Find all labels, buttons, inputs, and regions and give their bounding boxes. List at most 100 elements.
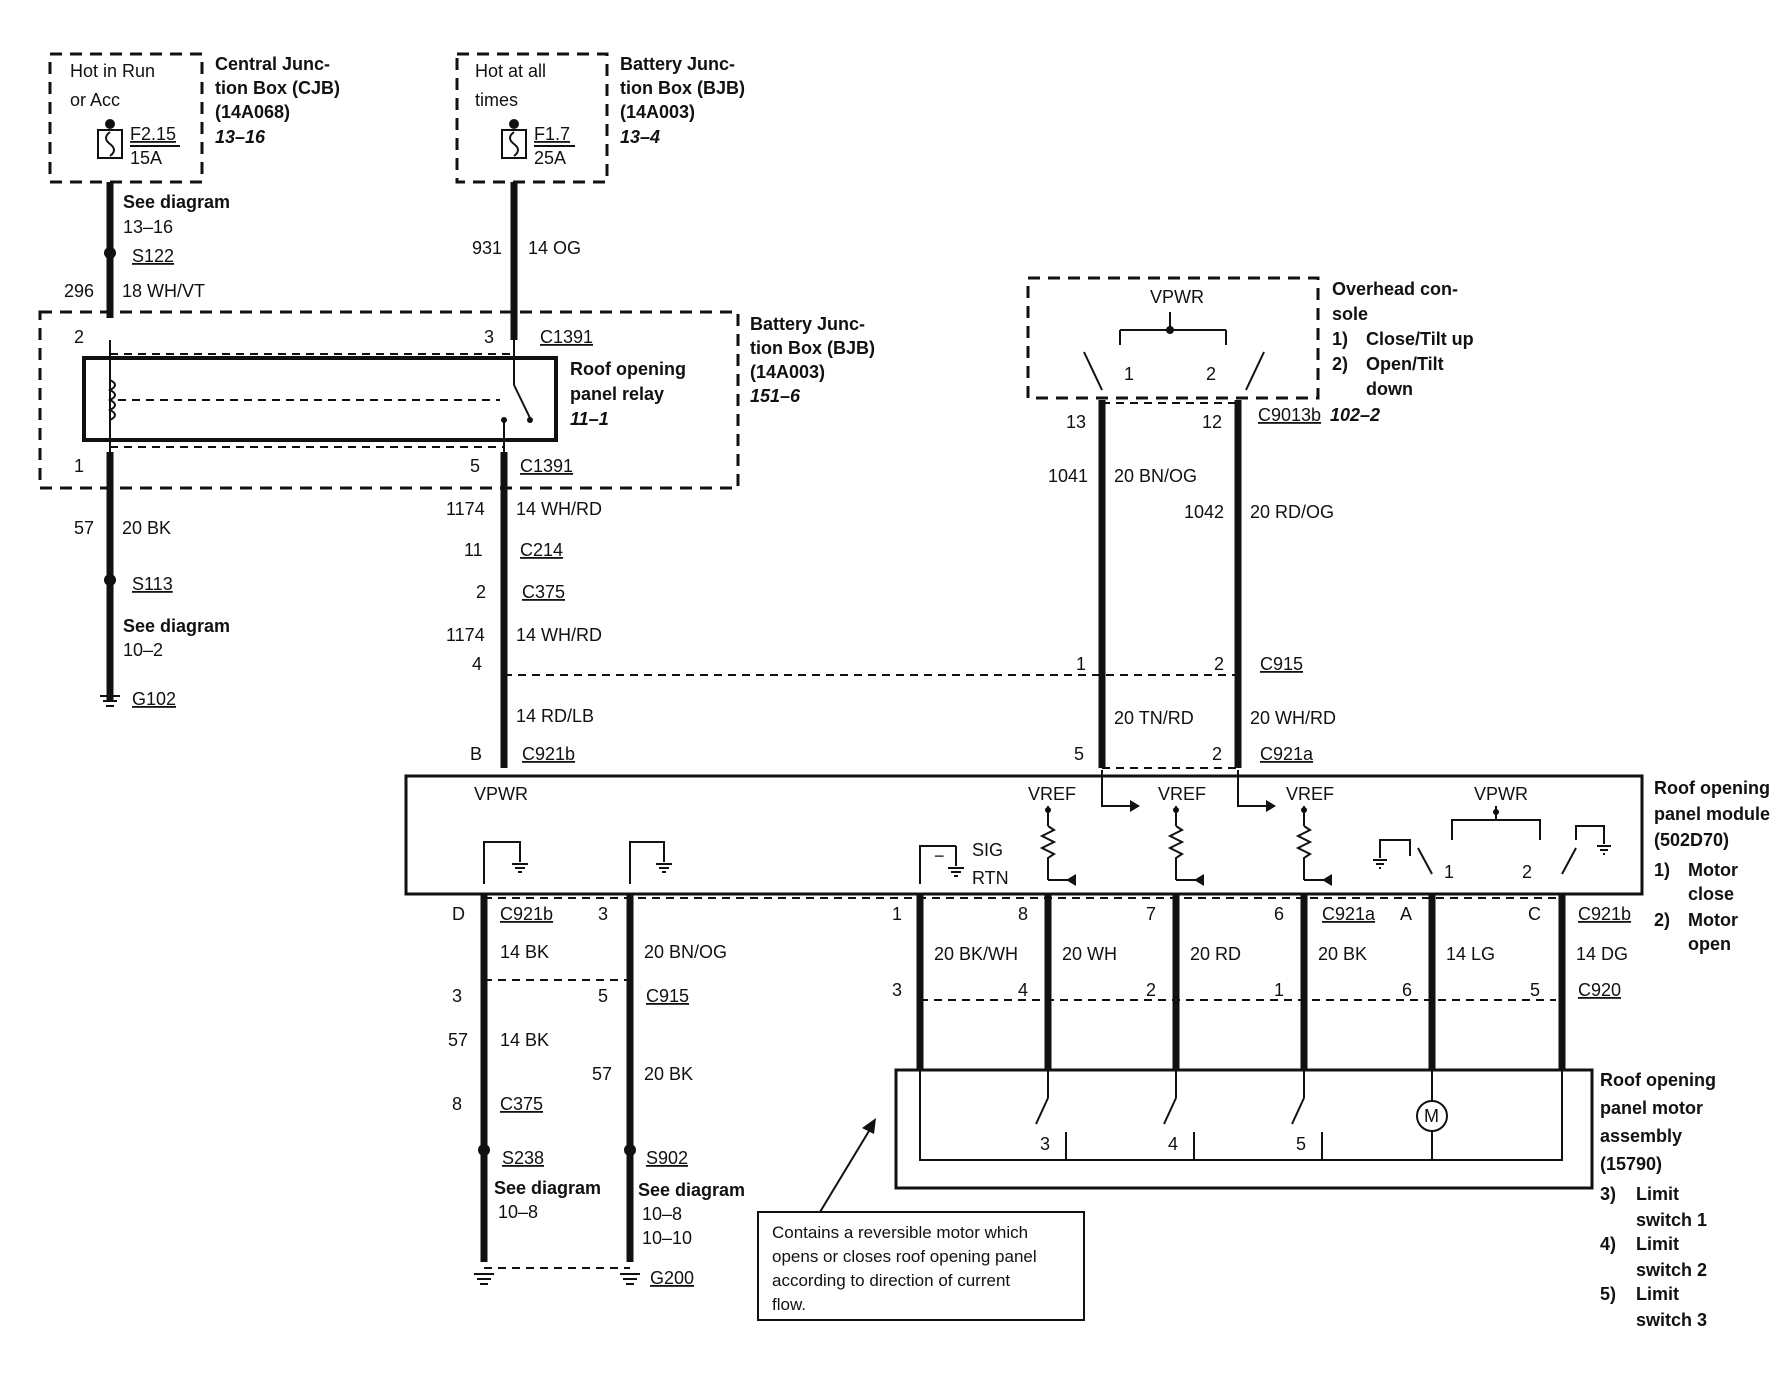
fuse-icon xyxy=(501,129,527,159)
vref-2: VREF xyxy=(1158,784,1206,886)
splice-dot xyxy=(478,1144,490,1156)
ground-icon xyxy=(948,867,964,877)
c920-pin-2: 2 xyxy=(1146,980,1156,1000)
relay-bjb-name-2: tion Box (BJB) xyxy=(750,338,875,358)
see-diagram-b: See diagram xyxy=(638,1180,745,1200)
c915-pin-5: 5 xyxy=(598,986,608,1006)
gauge-18-whvt: 18 WH/VT xyxy=(122,281,205,301)
gauge-14-rdlb: 14 RD/LB xyxy=(516,706,594,726)
circuit-296: 296 xyxy=(64,281,94,301)
gauge-14-bk-b: 14 BK xyxy=(500,1030,549,1050)
module-item-1-a: Motor xyxy=(1688,860,1738,880)
cjb-name-2: tion Box (CJB) xyxy=(215,78,340,98)
overhead-title-1: Overhead con- xyxy=(1332,279,1458,299)
module-title-1: Roof opening xyxy=(1654,778,1770,798)
arrow-icon xyxy=(1066,874,1076,886)
overhead-item-2-text-b: down xyxy=(1366,379,1413,399)
circuit-931: 931 xyxy=(472,238,502,258)
bjb-name-1: Battery Junc- xyxy=(620,54,735,74)
arrow-icon xyxy=(1130,800,1140,812)
gauge-20-rdog: 20 RD/OG xyxy=(1250,502,1334,522)
vref-label: VREF xyxy=(1158,784,1206,804)
connector-c921a-top: C921a xyxy=(1260,744,1314,764)
bjb-ref: 13–4 xyxy=(620,127,660,147)
relay-block: Roof opening panel relay 11–1 Battery Ju… xyxy=(38,182,875,490)
internal-lead xyxy=(1451,819,1541,840)
gauge-20-rd: 20 RD xyxy=(1190,944,1241,964)
module-part: (502D70) xyxy=(1654,830,1729,850)
note-line-4: flow. xyxy=(772,1295,806,1314)
module-switch-1-label: 1 xyxy=(1444,862,1454,882)
internal-lead xyxy=(1575,825,1605,844)
circuit-57-a: 57 xyxy=(448,1030,468,1050)
limit-switch-2-label: 4 xyxy=(1168,1134,1178,1154)
circuit-1041: 1041 xyxy=(1048,466,1088,486)
motor-item-4-a: Limit xyxy=(1636,1234,1679,1254)
internal-lead xyxy=(1237,770,1266,807)
connector-c915: C915 xyxy=(1260,654,1303,674)
overhead-title-2: sole xyxy=(1332,304,1368,324)
module-switch-2-label: 2 xyxy=(1522,862,1532,882)
module-item-2-num: 2) xyxy=(1654,910,1670,930)
bjb-fuse-id: F1.7 xyxy=(534,124,570,144)
motor-item-3-b: switch 1 xyxy=(1636,1210,1707,1230)
bjb-fuse-amp: 25A xyxy=(534,148,566,168)
bjb-relay-dashed-box xyxy=(38,310,740,490)
relay-name-1: Roof opening xyxy=(570,359,686,379)
motor-item-3-a: Limit xyxy=(1636,1184,1679,1204)
ground-icon xyxy=(512,863,528,873)
splice-s122: S122 xyxy=(132,246,174,266)
circuit-1174-b: 1174 xyxy=(446,625,485,645)
ground-icon xyxy=(656,863,672,873)
module-item-2-b: open xyxy=(1688,934,1731,954)
roof-panel-module: VPWR − SIG RTN VREF xyxy=(404,770,1770,954)
motor-item-5-num: 5) xyxy=(1600,1284,1616,1304)
node-dot xyxy=(1173,807,1179,813)
relay-switch-icon xyxy=(513,384,531,419)
middle-wire-run: 931 14 OG 3 C1391 5 C1391 1174 14 WH/RD … xyxy=(446,238,602,768)
c920-pin-4: 4 xyxy=(1018,980,1028,1000)
overhead-item-2-num: 2) xyxy=(1332,354,1348,374)
gauge-14-whrd-b: 14 WH/RD xyxy=(516,625,602,645)
module-item-1-b: close xyxy=(1688,884,1734,904)
pin-2: 2 xyxy=(476,582,486,602)
c921a-pin-5: 5 xyxy=(1074,744,1084,764)
sig-label: SIG xyxy=(972,840,1003,860)
ground-icon xyxy=(620,1273,640,1285)
connector-c9013b-ref: 102–2 xyxy=(1330,405,1380,425)
relay-coil-icon xyxy=(107,379,116,421)
resistor-icon xyxy=(1295,825,1313,880)
relay-pin-2: 2 xyxy=(74,327,84,347)
motor-title-1: Roof opening xyxy=(1600,1070,1716,1090)
c920-pin-1: 1 xyxy=(1274,980,1284,1000)
connector-c921b-bottom: C921b xyxy=(500,904,553,924)
cjb-ref: 13–16 xyxy=(215,127,266,147)
vref-1: VREF xyxy=(1028,784,1076,886)
splice-s902: S902 xyxy=(646,1148,688,1168)
bjb-part: (14A003) xyxy=(620,102,695,122)
module-switch-1-icon xyxy=(1417,847,1433,875)
motor-title-2: panel motor xyxy=(1600,1098,1703,1118)
see-diagram-a: See diagram xyxy=(494,1178,601,1198)
callout-note: Contains a reversible motor which opens … xyxy=(757,1118,1085,1321)
c915-pin-1: 1 xyxy=(1076,654,1086,674)
pin-b: B xyxy=(470,744,482,764)
splice-dot xyxy=(104,574,116,586)
motor-item-3-num: 3) xyxy=(1600,1184,1616,1204)
ground-icon xyxy=(1597,845,1611,855)
see-diagram-text: See diagram xyxy=(123,192,230,212)
pin-8-module: 8 xyxy=(1018,904,1028,924)
c921a-pin-2: 2 xyxy=(1212,744,1222,764)
arrow-icon xyxy=(1266,800,1276,812)
c920-pin-3: 3 xyxy=(892,980,902,1000)
see-diagram-text: See diagram xyxy=(123,616,230,636)
switch-1-icon xyxy=(1083,351,1103,391)
pin-a: A xyxy=(1400,904,1412,924)
splice-dot xyxy=(624,1144,636,1156)
cjb-name-1: Central Junc- xyxy=(215,54,330,74)
bottom-wiring: D C921b 14 BK 3 20 BN/OG 3 5 C915 57 14 … xyxy=(448,894,1631,1288)
relay-contact-dot xyxy=(501,417,507,423)
splice-s238: S238 xyxy=(502,1148,544,1168)
splice-dot xyxy=(104,247,116,259)
